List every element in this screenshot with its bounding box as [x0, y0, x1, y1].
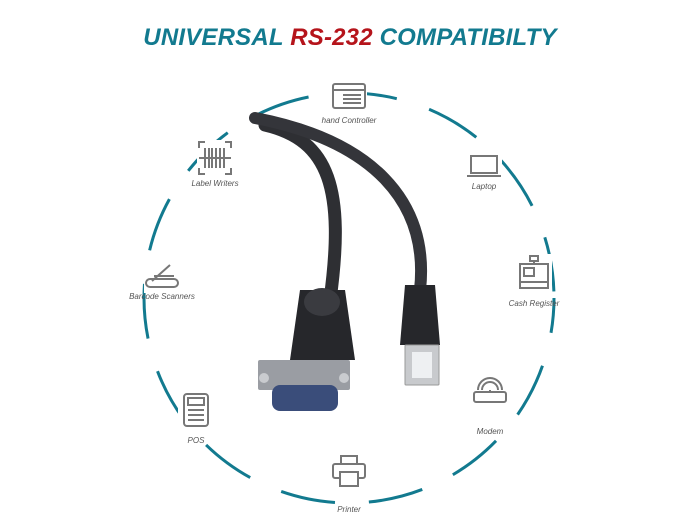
- printer-icon: [331, 454, 367, 490]
- device-label: Label Writers: [191, 179, 239, 188]
- device-label: Cash Register: [508, 299, 560, 308]
- cash-register-icon: [516, 254, 552, 290]
- device-label: POS: [187, 436, 205, 445]
- modem-icon: [472, 374, 508, 410]
- device-label: Printer: [337, 505, 361, 514]
- window-list-icon: [331, 82, 367, 118]
- page-title: UNIVERSAL RS-232 COMPATIBILTY: [0, 24, 700, 52]
- title-part: COMPATIBILTY: [372, 24, 557, 51]
- device-label: Modem: [476, 427, 504, 436]
- title-part: UNIVERSAL: [143, 24, 291, 51]
- barcode-icon: [197, 140, 233, 176]
- scanner-icon: [144, 257, 180, 293]
- laptop-icon: [466, 152, 502, 188]
- device-label: Laptop: [471, 182, 497, 191]
- device-label: hand Controller: [321, 116, 377, 125]
- usb-serial-cable: [249, 112, 440, 411]
- device-label: Barcode Scanners: [129, 292, 195, 301]
- title-accent: RS-232: [290, 24, 373, 51]
- pos-terminal-icon: [178, 392, 214, 428]
